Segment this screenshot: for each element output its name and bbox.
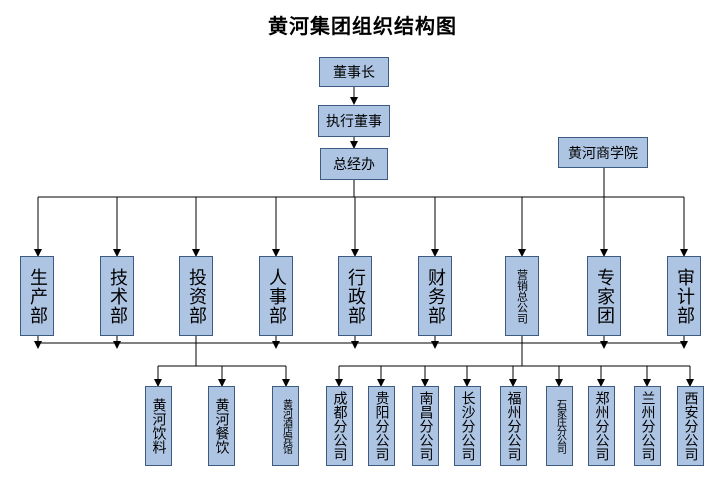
branch-chengdu: 成都分公司 — [326, 386, 353, 466]
subsidiary-hotel: 黄河酒店宾馆 — [272, 386, 299, 466]
dept-audit: 审计部 — [667, 256, 701, 336]
executive-director-box: 执行董事 — [318, 105, 390, 137]
general-office-box: 总经办 — [320, 148, 388, 180]
chairman-box: 董事长 — [319, 57, 389, 87]
branch-lanzhou: 兰州分公司 — [634, 386, 661, 466]
branch-xian: 西安分公司 — [677, 386, 704, 466]
dept-technology: 技术部 — [100, 256, 134, 336]
subsidiary-catering: 黄河餐饮 — [208, 386, 235, 466]
dept-investment: 投资部 — [179, 256, 213, 336]
subsidiary-beverage: 黄河饮料 — [145, 386, 172, 466]
branch-shijiazhuang: 石家庄分公司 — [546, 386, 573, 466]
business-school-box: 黄河商学院 — [558, 137, 648, 168]
branch-nanchang: 南昌分公司 — [412, 386, 439, 466]
dept-admin: 行政部 — [338, 256, 372, 336]
dept-production: 生产部 — [20, 256, 54, 336]
branch-guiyang: 贵阳分公司 — [368, 386, 395, 466]
dept-marketing: 营销总公司 — [505, 256, 539, 336]
chart-title: 黄河集团组织结构图 — [268, 14, 457, 38]
dept-hr: 人事部 — [259, 256, 293, 336]
branch-changsha: 长沙分公司 — [454, 386, 481, 466]
branch-zhengzhou: 郑州分公司 — [588, 386, 615, 466]
branch-fuzhou: 福州分公司 — [500, 386, 527, 466]
dept-expert-group: 专家团 — [587, 256, 621, 336]
dept-finance: 财务部 — [418, 256, 452, 336]
